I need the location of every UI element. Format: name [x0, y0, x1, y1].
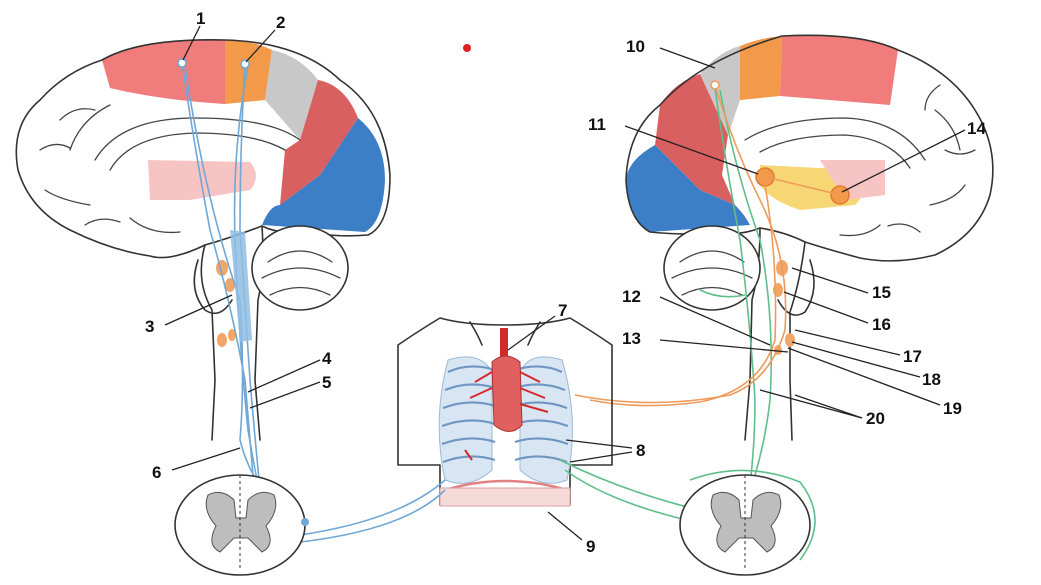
label-5: 5	[322, 373, 331, 392]
label-16: 16	[872, 315, 891, 334]
right-spinal-cord-section	[680, 470, 815, 575]
left-nucleus	[217, 333, 227, 347]
left-cortical-neuron	[241, 60, 249, 68]
label-14: 14	[967, 119, 986, 138]
label-8: 8	[636, 441, 645, 460]
label-10: 10	[626, 37, 645, 56]
abdomen-base	[440, 488, 570, 506]
label-9: 9	[586, 537, 595, 556]
right-orange-region	[740, 36, 782, 100]
label-11: 11	[588, 115, 606, 134]
label-17: 17	[903, 347, 922, 366]
right-red-region	[780, 35, 898, 105]
label-6: 6	[152, 463, 161, 482]
left-cortical-neuron	[178, 59, 186, 67]
label-4: 4	[322, 349, 332, 368]
left-red-region	[102, 40, 225, 104]
right-cerebellum	[664, 226, 760, 310]
left-orange-region	[225, 40, 272, 104]
label-3: 3	[145, 317, 154, 336]
label-19: 19	[943, 399, 962, 418]
red-dot	[463, 44, 471, 52]
left-cerebellum	[252, 226, 348, 310]
label-2: 2	[276, 13, 285, 32]
label-13: 13	[622, 329, 641, 348]
torso	[270, 318, 745, 545]
right-nucleus	[785, 333, 795, 347]
heart	[492, 356, 522, 432]
left-brain	[16, 40, 390, 540]
label-18: 18	[922, 370, 941, 389]
label-20: 20	[866, 409, 885, 428]
right-cortical-neuron	[711, 81, 719, 89]
left-spinal-cord-section	[175, 475, 309, 575]
label-12: 12	[622, 287, 641, 306]
label-1: 1	[196, 9, 205, 28]
label-7: 7	[558, 301, 567, 320]
label-15: 15	[872, 283, 891, 302]
right-pathway	[720, 90, 771, 530]
